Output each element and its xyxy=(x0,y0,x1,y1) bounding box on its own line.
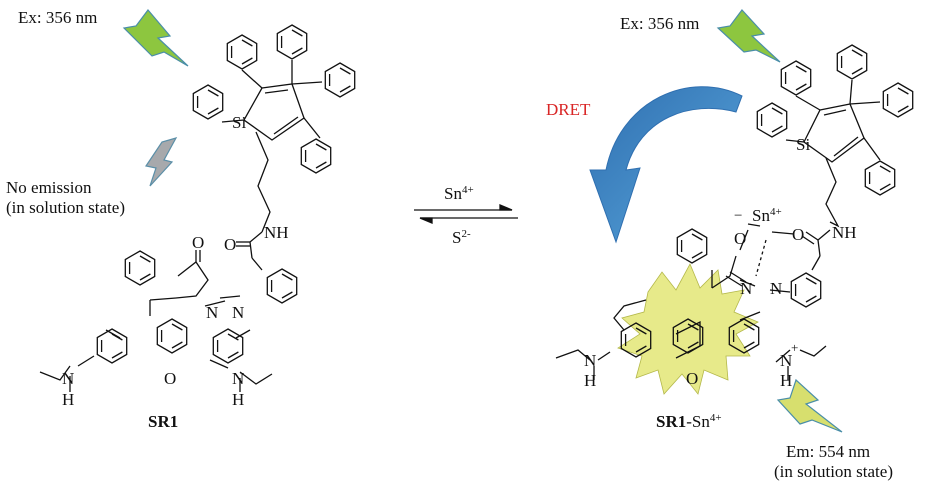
atom-nh-right: NH xyxy=(832,223,857,242)
emission-label: Em: 554 nm (in solution state) xyxy=(774,442,893,482)
charge-minus-right: − xyxy=(734,208,742,224)
atom-si-left: Si xyxy=(232,113,246,132)
emission-line2: (in solution state) xyxy=(774,462,893,481)
atom-n-lactam-left: N xyxy=(206,303,218,322)
atom-h-iminium-right: H xyxy=(780,371,792,390)
emission-line1: Em: 554 nm xyxy=(786,442,871,461)
reverse-reagent-label: S2- xyxy=(452,228,471,248)
compound-label-right-name: SR1 xyxy=(656,412,687,431)
metal-ion-base: Sn xyxy=(752,206,770,225)
atom-o-xanthene-left: O xyxy=(164,369,176,388)
equilibrium-arrows xyxy=(414,204,518,224)
no-emission-line2: (in solution state) xyxy=(6,198,125,217)
compound-label-right-suffix: -Sn xyxy=(686,412,710,431)
reverse-reagent-base: S xyxy=(452,228,462,247)
atom-n-right-2: N xyxy=(770,279,782,298)
sr1-structure xyxy=(39,60,323,392)
metal-ion-label: Sn4+ xyxy=(752,206,782,226)
excitation-label-left: Ex: 356 nm xyxy=(18,8,98,27)
excitation-bolt-left-icon xyxy=(122,9,189,67)
atom-si-right: Si xyxy=(796,135,810,154)
atom-o-xanthene-right: O xyxy=(686,369,698,388)
reverse-reagent-sup: 2- xyxy=(461,228,471,240)
forward-reagent-base: Sn xyxy=(444,184,462,203)
dret-label: DRET xyxy=(546,100,591,119)
no-emission-bolt-icon xyxy=(145,137,178,187)
sr1-sn-atoms: Si NH O O − N N O N H N H + xyxy=(584,135,857,390)
excitation-bolt-right-icon xyxy=(716,9,781,63)
no-emission-line1: No emission xyxy=(6,178,92,197)
charge-plus-right: + xyxy=(791,340,798,355)
compound-label-right-sup: 4+ xyxy=(709,412,722,424)
atom-o-lactam-left: O xyxy=(192,233,204,252)
atom-n-right-1: N xyxy=(740,279,752,298)
atom-h-amine-right-1: H xyxy=(584,371,596,390)
atom-h-amine-left-2: H xyxy=(232,390,244,409)
atom-o-amide-left: O xyxy=(224,235,236,254)
atom-n-amine-left-1: N xyxy=(62,369,74,388)
atom-n-amine-left-2: N xyxy=(232,369,244,388)
silole-ring xyxy=(243,83,305,141)
metal-ion-sup: 4+ xyxy=(769,206,782,218)
atom-nh-left: NH xyxy=(264,223,289,242)
atom-n-amine-right-1: N xyxy=(584,351,596,370)
compound-label-right: SR1-Sn4+ xyxy=(656,412,722,432)
dret-arrow-icon xyxy=(589,86,743,244)
atom-o-phenoxide-right: O xyxy=(734,229,746,248)
sr1-sn-structure xyxy=(555,79,881,380)
no-emission-label: No emission (in solution state) xyxy=(6,178,125,218)
sr1-rings xyxy=(96,24,356,364)
excitation-label-right: Ex: 356 nm xyxy=(620,14,700,33)
atom-n-imine-left: N xyxy=(232,303,244,322)
atom-o-amide-right: O xyxy=(792,225,804,244)
atom-n-iminium-right: N xyxy=(780,351,792,370)
compound-label-left: SR1 xyxy=(148,412,179,431)
atom-h-amine-left-1: H xyxy=(62,390,74,409)
emission-bolt-icon xyxy=(776,378,843,433)
forward-reagent-sup: 4+ xyxy=(461,184,474,196)
forward-reagent-label: Sn4+ xyxy=(444,184,474,204)
sr1-atoms: Si NH O O N N O N H N H xyxy=(62,113,289,409)
